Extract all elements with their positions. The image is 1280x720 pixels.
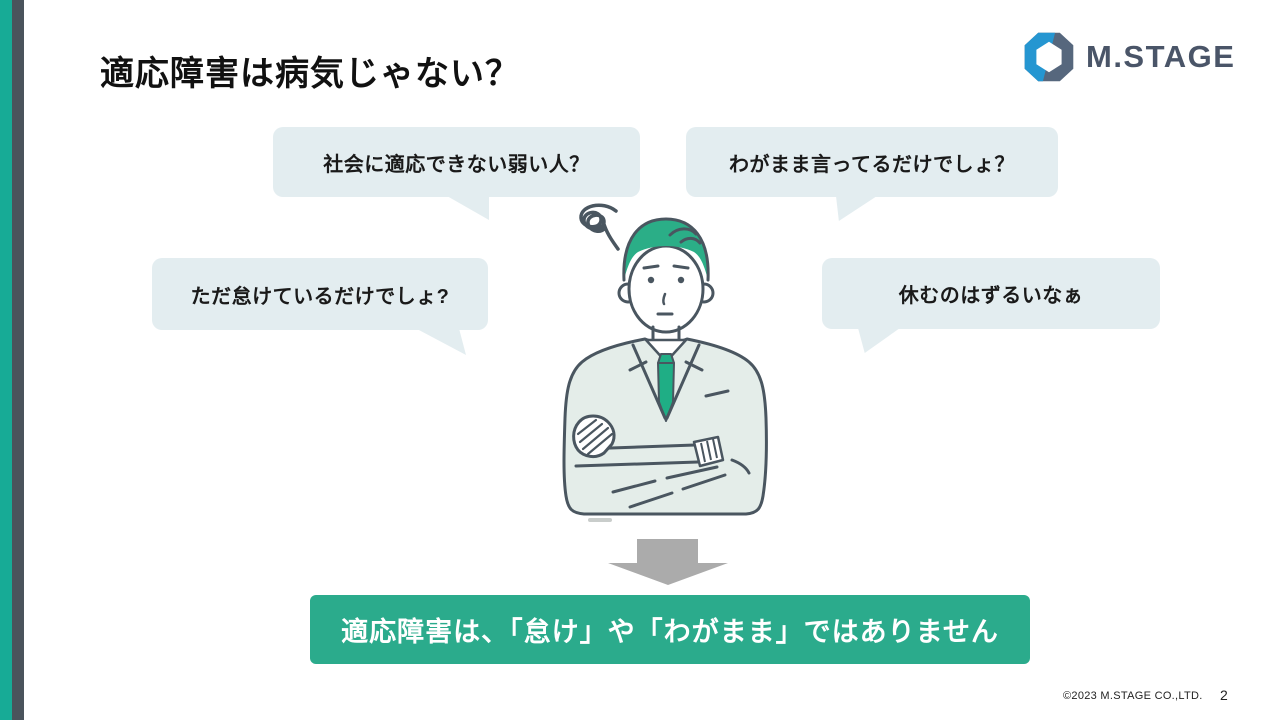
speech-bubble-weak-person: 社会に適応できない弱い人？ [273,127,640,220]
bubble-text: ただ怠けているだけでしょ? [190,285,450,308]
footer-copyright: ©2023 M.STAGE CO.,LTD. [1063,690,1203,702]
company-logo: M.STAGE [1022,30,1235,84]
speech-bubble-lazy: ただ怠けているだけでしょ? [152,258,488,355]
worried-businessman-illustration [562,203,768,522]
left-accent-bar-teal [0,0,12,720]
mstage-hexagon-logo-icon [1024,32,1074,82]
speech-bubble-selfish: わがまま言ってるだけでしょ？ [686,127,1058,221]
bubble-tail [417,329,466,355]
left-accent-bar-slate [12,0,24,720]
businessman-figure [562,217,768,522]
bubble-tail [836,196,877,221]
conclusion-banner-text: 適応障害は、「怠け」や「わがまま」ではありません [341,617,999,647]
logo-text: M.STAGE [1086,39,1236,74]
conclusion-banner: 適応障害は、「怠け」や「わがまま」ではありません [310,595,1030,664]
frustration-scribble-icon [579,203,620,251]
bubble-text: 休むのはずるいなぁ [898,285,1084,307]
bubble-text: わがまま言ってるだけでしょ？ [729,153,1015,176]
bubble-tail [447,196,489,220]
speech-bubble-unfair-rest: 休むのはずるいなぁ [822,258,1160,353]
page-number: 2 [1220,687,1228,703]
page-title: 適応障害は病気じゃない？ [100,55,520,93]
bubble-text: 社会に適応できない弱い人？ [323,153,590,176]
bubble-tail [858,328,900,353]
down-arrow-icon [608,539,728,585]
